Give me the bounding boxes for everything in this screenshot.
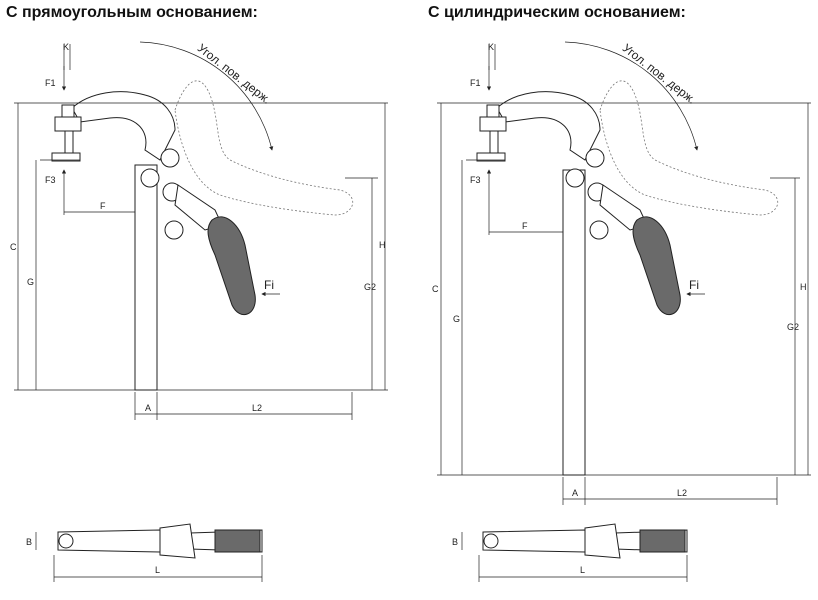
pivot-2-left bbox=[140, 168, 160, 188]
label-F3-right: F3 bbox=[470, 175, 481, 185]
angle-arc-left bbox=[139, 41, 274, 151]
arm-right bbox=[496, 91, 601, 161]
label-B-left: B bbox=[26, 537, 32, 547]
label-Fi-left: Fi bbox=[264, 278, 274, 292]
title-cylindrical-base: С цилиндрическим основанием: bbox=[428, 4, 686, 21]
bar-right bbox=[562, 169, 586, 476]
plan-view-left: B L bbox=[26, 523, 263, 582]
label-L-left: L bbox=[155, 565, 160, 575]
label-H-left: H bbox=[379, 240, 386, 250]
label-B-right: B bbox=[452, 537, 458, 547]
label-H-right: H bbox=[800, 282, 807, 292]
label-G-right: G bbox=[453, 314, 460, 324]
label-L2-left: L2 bbox=[252, 403, 262, 413]
label-A-left: A bbox=[145, 403, 151, 413]
pivot-4-left bbox=[164, 220, 184, 240]
label-F1-left: F1 bbox=[45, 78, 56, 88]
label-C-left: C bbox=[10, 242, 17, 252]
pad-left bbox=[51, 152, 81, 162]
spindle-left bbox=[64, 130, 74, 154]
pivot-1-left bbox=[160, 148, 180, 168]
clamp-rectangular: Угол. пов. держ. C G G2 H K bbox=[10, 41, 388, 420]
label-Fi-right: Fi bbox=[689, 278, 699, 292]
label-K-right: K bbox=[488, 42, 494, 52]
arm-left bbox=[71, 91, 176, 161]
title-rectangular-base: С прямоугольным основанием: bbox=[6, 4, 258, 21]
label-L2-right: L2 bbox=[677, 488, 687, 498]
label-K-left: K bbox=[63, 42, 69, 52]
angle-label-left: Угол. пов. держ. bbox=[195, 41, 274, 107]
handle-grip-left bbox=[207, 216, 256, 316]
label-A-right: A bbox=[572, 488, 578, 498]
handle-grip-right bbox=[632, 216, 681, 316]
label-G2-right: G2 bbox=[787, 322, 799, 332]
label-F-left: F bbox=[100, 201, 106, 211]
clamp-cylindrical: Угол. пов. держ. C G G2 H K F1 F3 F bbox=[432, 41, 811, 505]
angle-label-right: Угол. пов. держ. bbox=[620, 41, 699, 107]
label-F1-right: F1 bbox=[470, 78, 481, 88]
label-L-right: L bbox=[580, 565, 585, 575]
label-C-right: C bbox=[432, 284, 439, 294]
plan-view-right: B L bbox=[452, 523, 688, 582]
nut-left bbox=[54, 116, 82, 132]
label-F-right: F bbox=[522, 221, 528, 231]
label-G-left: G bbox=[27, 277, 34, 287]
label-G2-left: G2 bbox=[364, 282, 376, 292]
angle-arc-right bbox=[564, 41, 699, 151]
label-F3-left: F3 bbox=[45, 175, 56, 185]
bar-left bbox=[134, 164, 158, 391]
